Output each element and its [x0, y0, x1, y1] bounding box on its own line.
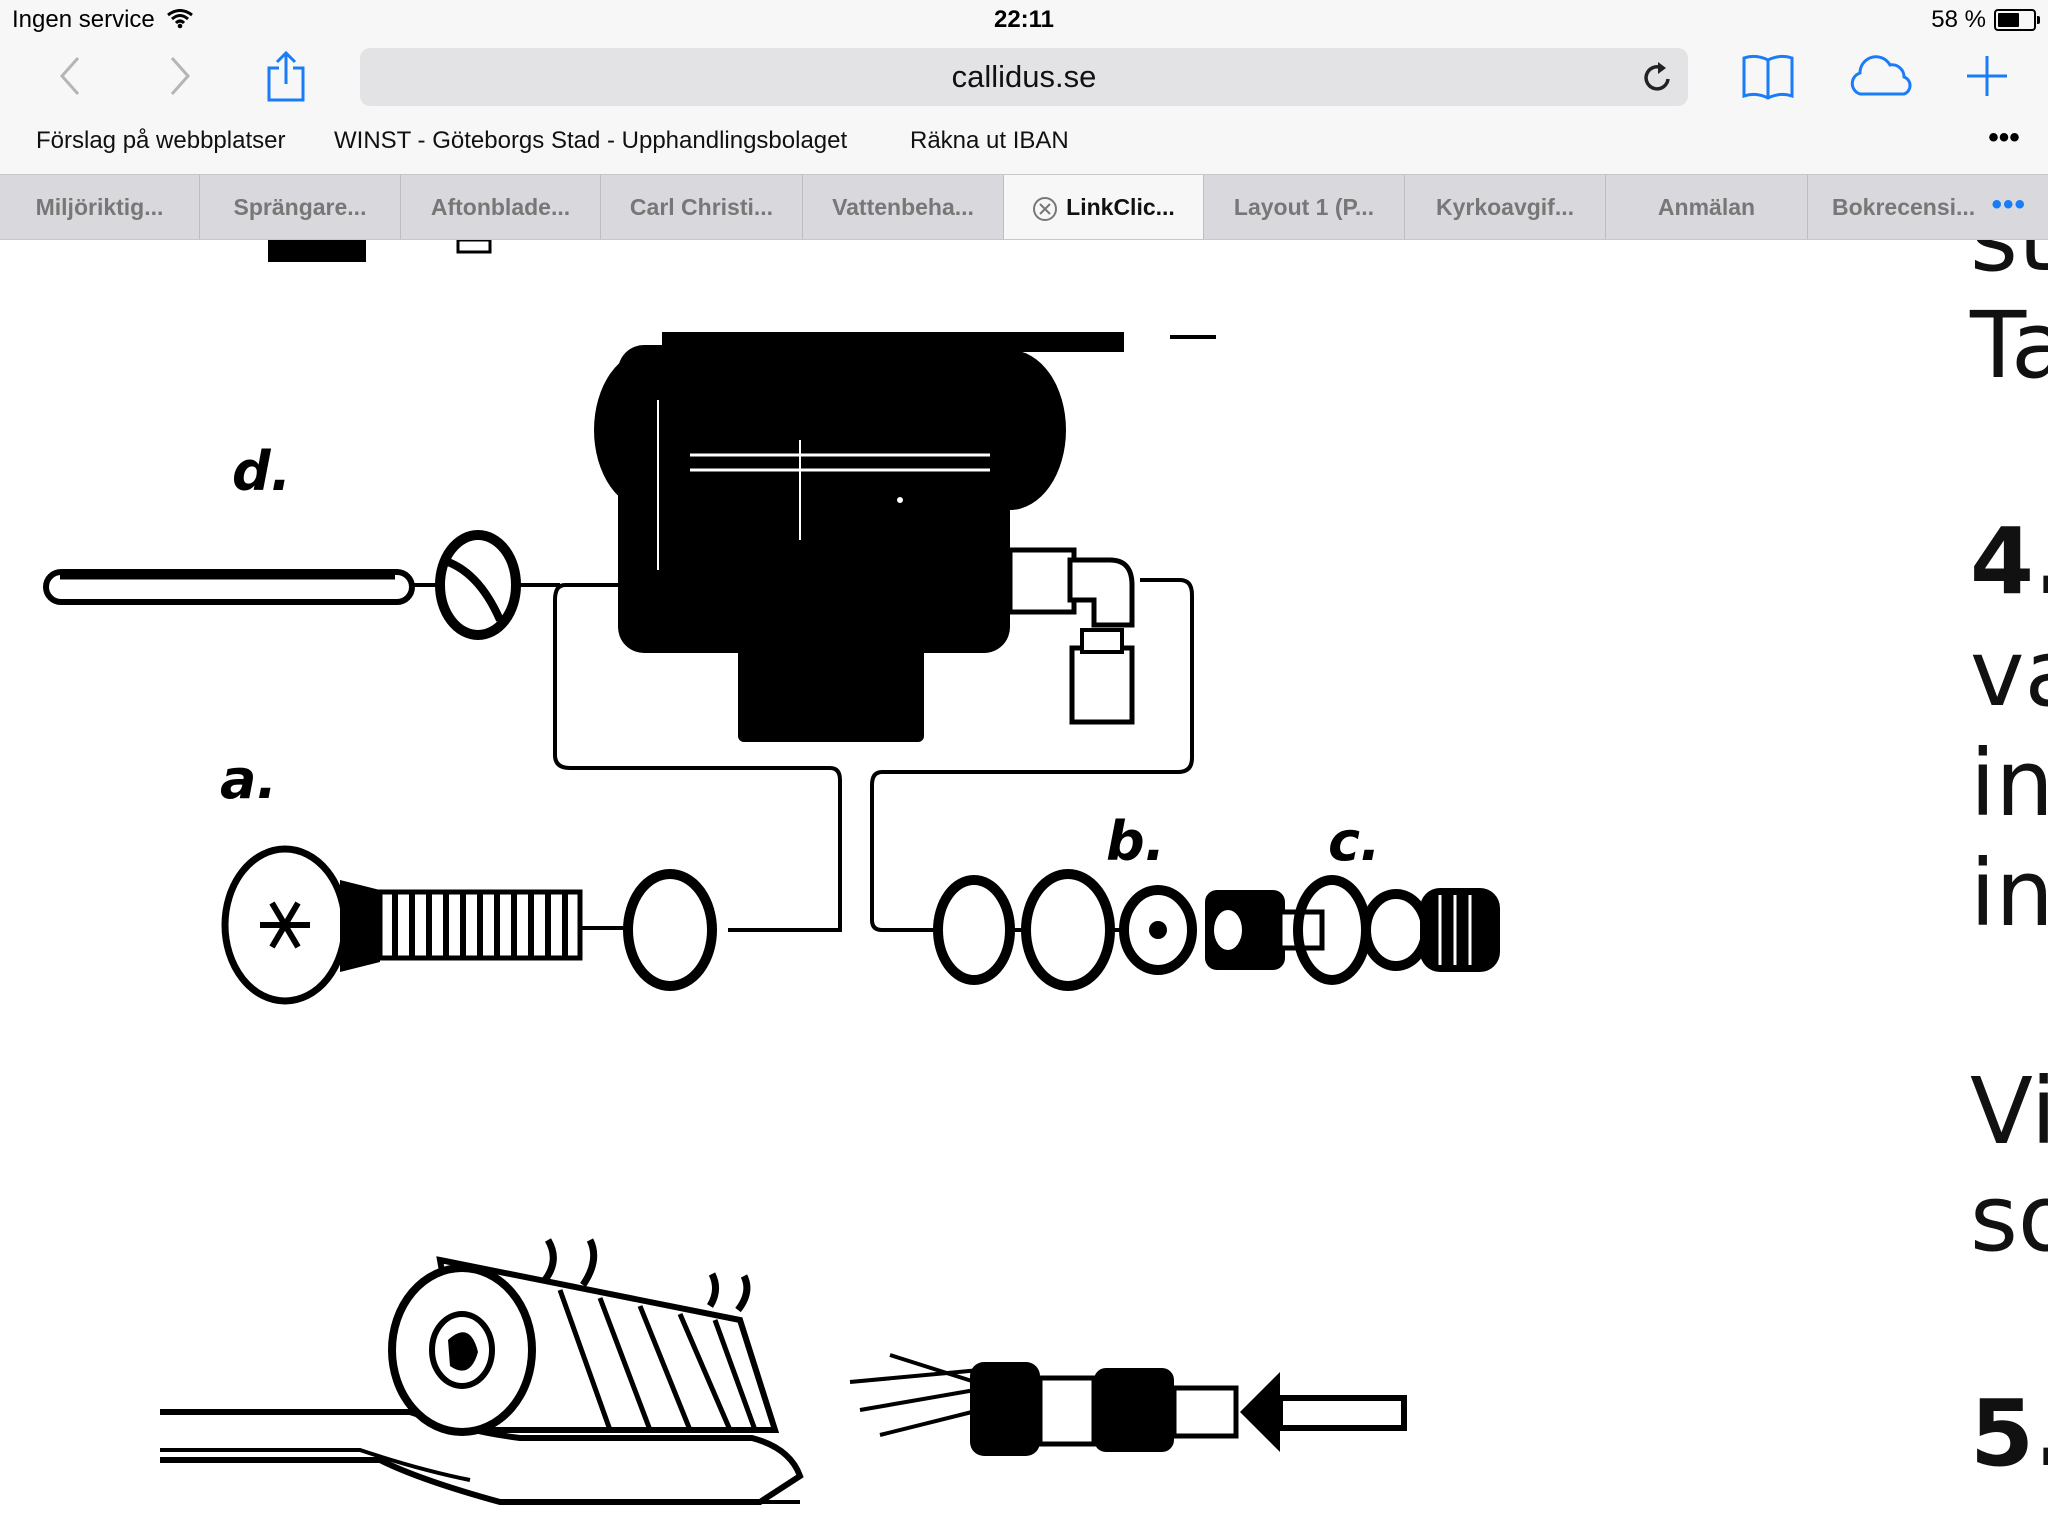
favorite-item[interactable]: Räkna ut IBAN: [910, 127, 1069, 154]
side-text-fragment: st: [1970, 240, 2048, 292]
status-carrier: Ingen service: [12, 0, 194, 40]
tab-label: Anmälan: [1657, 194, 1756, 220]
tab-label: Vattenbeha...: [832, 194, 974, 220]
side-text-fragment: va: [1970, 620, 2048, 727]
side-text-fragment: Vi: [1970, 1058, 2048, 1165]
favorite-item[interactable]: Förslag på webbplatser: [36, 127, 286, 154]
new-tab-button[interactable]: [1962, 46, 2012, 106]
diagram-label-c: c.: [1328, 810, 1381, 873]
tab-item-active[interactable]: LinkClic...: [1004, 175, 1204, 239]
tab-item[interactable]: Sprängare...: [200, 175, 401, 239]
tab-label: Bokrecensi...: [1832, 194, 1976, 220]
share-icon: [267, 50, 305, 102]
bookmarks-button[interactable]: [1740, 46, 1796, 106]
tab-label: Carl Christi...: [629, 194, 774, 220]
tab-label: LinkClic...: [1066, 194, 1175, 220]
tab-item[interactable]: Miljöriktig...: [0, 175, 200, 239]
tab-label: Kyrkoavgif...: [1435, 194, 1575, 220]
tab-item[interactable]: Layout 1 (P...: [1204, 175, 1405, 239]
url-text: callidus.se: [951, 59, 1097, 94]
icloud-tabs-button[interactable]: [1846, 46, 1916, 106]
carrier-label: Ingen service: [12, 6, 155, 33]
diagram-label-d: d.: [232, 440, 292, 503]
tab-label: Aftonblade...: [430, 194, 571, 220]
tab-item[interactable]: Bokrecensi...: [1808, 175, 2048, 239]
tab-item[interactable]: Anmälan: [1606, 175, 1808, 239]
bookmarks-icon: [1742, 54, 1794, 100]
tab-label: Sprängare...: [233, 194, 367, 220]
favorites-more-button[interactable]: •••: [1988, 121, 2020, 154]
side-text-fragment: in: [1970, 840, 2048, 947]
tab-label: Miljöriktig...: [35, 194, 164, 220]
address-bar[interactable]: callidus.se: [360, 48, 1688, 106]
back-button[interactable]: [50, 46, 90, 106]
side-text-fragment: Ta: [1970, 292, 2048, 399]
page-content: d. a. b. c. st Ta 4. va in in Vi so 5.: [0, 240, 2048, 1536]
forward-icon: [170, 57, 191, 95]
browser-chrome: Ingen service 22:11 58 % callidus.se: [0, 0, 2048, 240]
diagram-label-b: b.: [1106, 810, 1166, 873]
diagram-label-a: a.: [220, 748, 277, 811]
close-tab-icon[interactable]: [1032, 196, 1058, 222]
icloud-tabs-icon: [1850, 55, 1912, 96]
side-text-fragment: so: [1970, 1165, 2048, 1272]
side-text-fragment: in: [1970, 730, 2048, 837]
reload-icon[interactable]: [1642, 60, 1674, 94]
back-icon: [59, 57, 80, 95]
favorite-item[interactable]: WINST - Göteborgs Stad - Upphandlingsbol…: [334, 127, 848, 154]
forward-button[interactable]: [160, 46, 200, 106]
valve-diagram-illustration: [43, 240, 1500, 1505]
tab-item[interactable]: Vattenbeha...: [803, 175, 1004, 239]
status-time: 22:11: [993, 6, 1055, 33]
tab-bar: Miljöriktig... Sprängare... Aftonblade..…: [0, 174, 2048, 240]
side-text-fragment: 5.: [1970, 1380, 2048, 1487]
side-text-fragment: 4.: [1970, 508, 2048, 615]
tab-label: Layout 1 (P...: [1233, 194, 1375, 220]
tab-item[interactable]: Kyrkoavgif...: [1405, 175, 1606, 239]
wifi-icon: [167, 9, 194, 29]
share-button[interactable]: [262, 46, 310, 106]
battery-percent: 58 %: [1931, 6, 1986, 33]
tab-item[interactable]: Aftonblade...: [401, 175, 601, 239]
tab-overflow-button[interactable]: •••: [1991, 188, 2026, 221]
battery-icon: [1994, 9, 2040, 31]
tab-item[interactable]: Carl Christi...: [601, 175, 803, 239]
status-battery: 58 %: [1931, 0, 2040, 40]
new-tab-icon: [1967, 56, 2007, 96]
